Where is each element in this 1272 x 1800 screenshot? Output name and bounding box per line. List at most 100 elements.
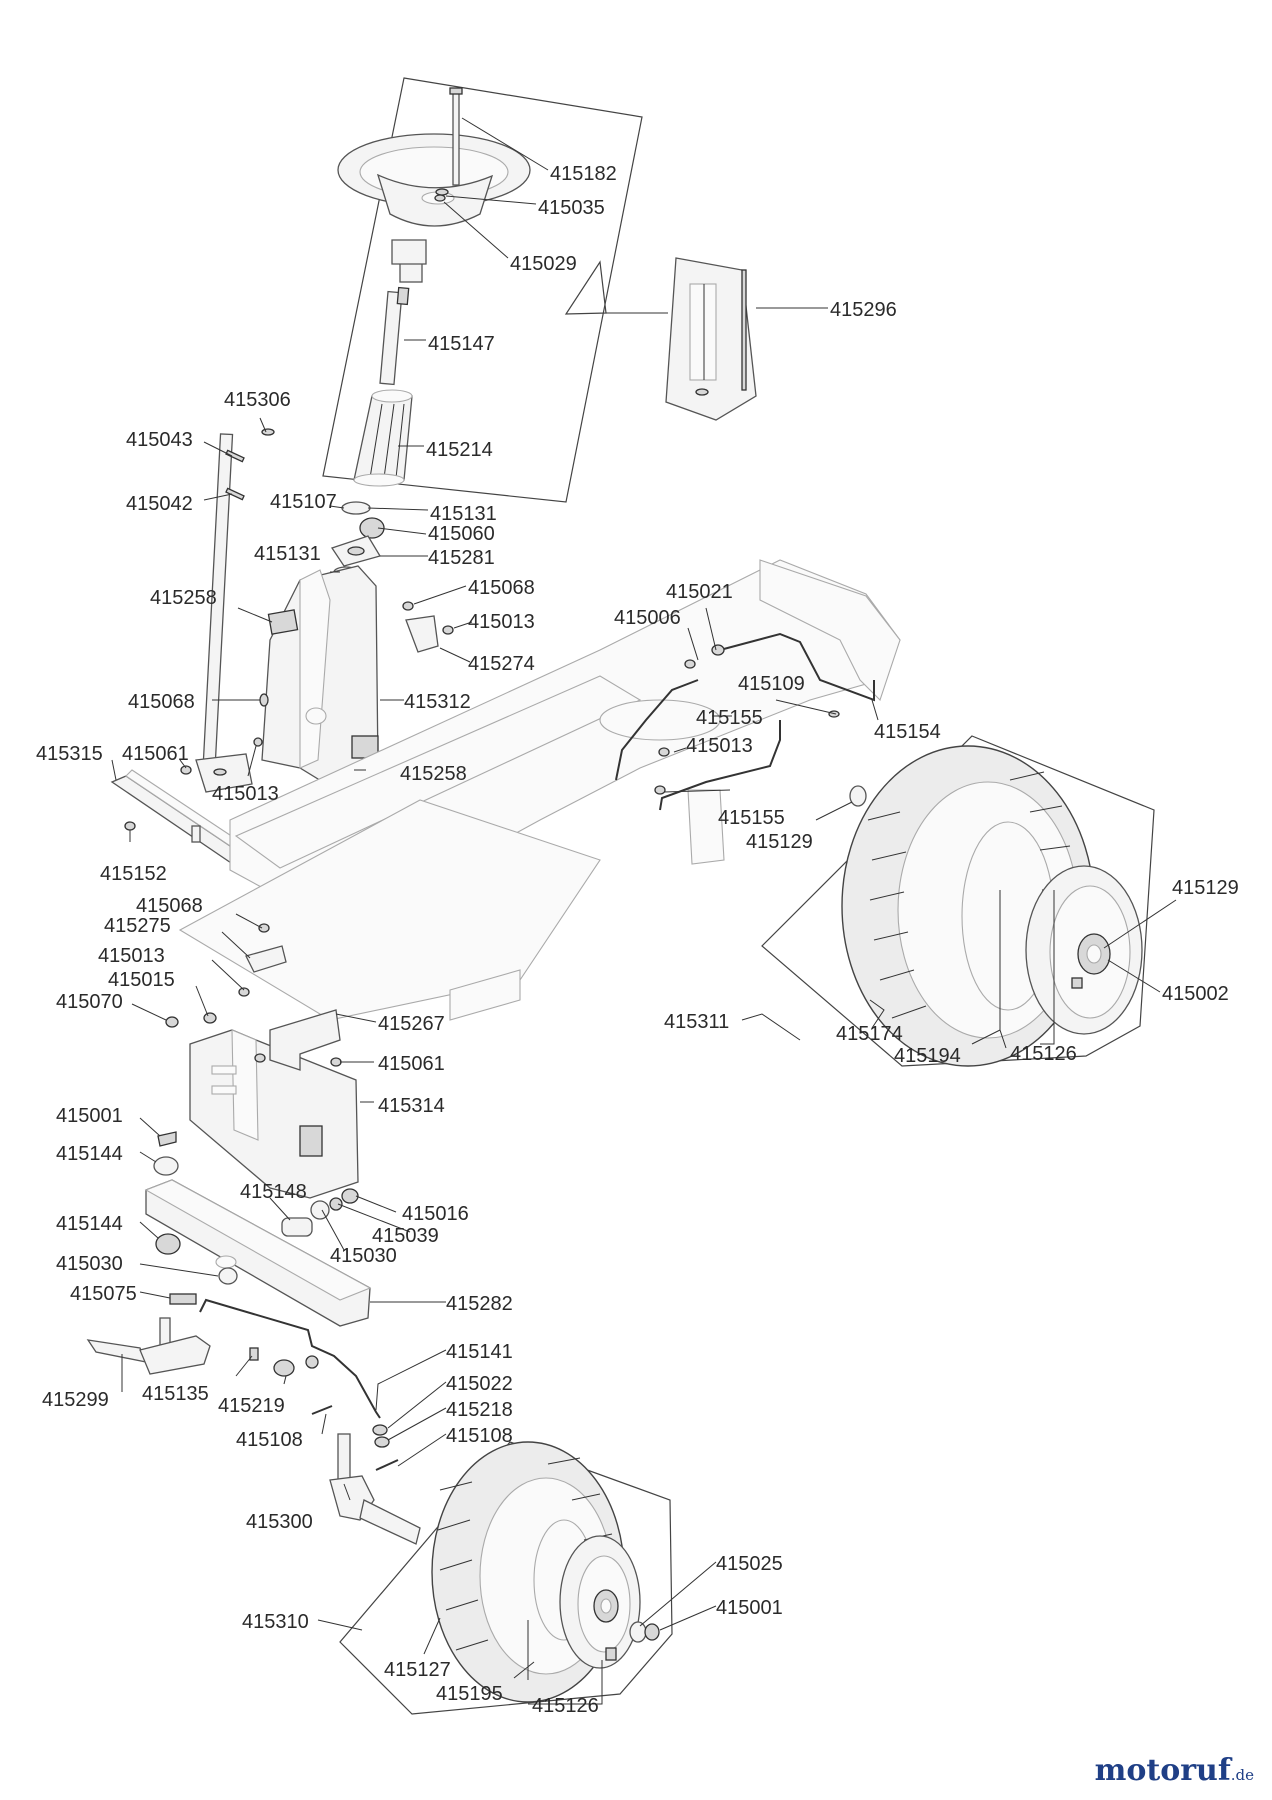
- part-label-415275: 415275: [104, 915, 171, 937]
- bushing-415144a: [153, 1156, 179, 1176]
- part-label-415109: 415109: [738, 673, 805, 695]
- part-label-415127: 415127: [384, 1659, 451, 1681]
- part-label-415312: 415312: [404, 691, 471, 713]
- steering-bolt: [434, 87, 463, 202]
- part-label-415148: 415148: [240, 1181, 307, 1203]
- nut-415061a: [180, 765, 192, 775]
- part-label-415258b: 415258: [400, 763, 467, 785]
- drag-link-415141: [199, 1298, 381, 1419]
- part-label-415013c: 415013: [212, 783, 279, 805]
- part-label-415060: 415060: [428, 523, 495, 545]
- chassis-frame: [178, 559, 901, 1021]
- screw-415068a: [402, 601, 414, 611]
- part-label-415030a: 415030: [56, 1253, 123, 1275]
- washer-415129a: [849, 785, 867, 807]
- axle-bracket-415314: [189, 1029, 359, 1199]
- part-label-415282: 415282: [446, 1293, 513, 1315]
- part-label-415141: 415141: [446, 1341, 513, 1363]
- part-label-415258a: 415258: [150, 587, 217, 609]
- part-label-415152: 415152: [100, 863, 167, 885]
- part-label-415075: 415075: [70, 1283, 137, 1305]
- part-label-415300: 415300: [246, 1511, 313, 1533]
- washer-415131: [341, 501, 371, 515]
- nut-415016: [341, 1188, 359, 1204]
- part-label-415144a: 415144: [56, 1143, 123, 1165]
- part-label-415174: 415174: [836, 1023, 903, 1045]
- tie-rod-415155a: [615, 679, 699, 781]
- rear-wheel-415311: [841, 745, 1143, 1067]
- part-label-415144b: 415144: [56, 1213, 123, 1235]
- part-label-415035: 415035: [538, 197, 605, 219]
- part-label-415039: 415039: [372, 1225, 439, 1247]
- part-label-415194: 415194: [894, 1045, 961, 1067]
- washer-415025: [629, 1621, 647, 1643]
- part-label-415195: 415195: [436, 1683, 503, 1705]
- steering-tube-415296: [665, 257, 757, 421]
- screw-415068b: [259, 693, 269, 707]
- part-label-415274: 415274: [468, 653, 535, 675]
- nut-415013b: [658, 747, 670, 757]
- part-label-415147: 415147: [428, 333, 495, 355]
- part-label-415219: 415219: [218, 1395, 285, 1417]
- washer-415039: [329, 1197, 343, 1211]
- pin-415135: [249, 1347, 259, 1361]
- part-label-415025: 415025: [716, 1553, 783, 1575]
- bearing-plate-415281: [330, 535, 381, 567]
- nut-415155: [654, 785, 666, 795]
- bracket-415275: [245, 945, 287, 973]
- part-label-415306: 415306: [224, 389, 291, 411]
- part-label-415126a: 415126: [1010, 1043, 1077, 1065]
- part-label-415155a: 415155: [696, 707, 763, 729]
- part-label-415042: 415042: [126, 493, 193, 515]
- part-label-415016: 415016: [402, 1203, 469, 1225]
- part-label-415021: 415021: [666, 581, 733, 603]
- spindle-415300: [329, 1433, 421, 1545]
- part-labels: 415182 415035 415029 415296 415147 41530…: [36, 163, 1239, 1717]
- part-label-415155b: 415155: [718, 807, 785, 829]
- part-label-415311: 415311: [664, 1011, 729, 1033]
- nut-415218: [374, 1436, 390, 1448]
- part-label-415131b: 415131: [254, 543, 321, 565]
- part-label-415068a: 415068: [468, 577, 535, 599]
- part-label-415061a: 415061: [122, 743, 189, 765]
- part-label-415131a: 415131: [430, 503, 497, 525]
- part-label-415015: 415015: [108, 969, 175, 991]
- rear-wheel-group-frame: [761, 735, 1155, 1067]
- bolt-415070: [165, 1016, 179, 1028]
- steering-sleeve: [353, 389, 413, 487]
- tie-rod-415155b: [659, 720, 781, 811]
- nut-415144b: [155, 1233, 181, 1255]
- clip-415001b: [644, 1623, 660, 1641]
- steering-bracket-415312: [261, 565, 379, 791]
- part-label-415129b: 415129: [1172, 877, 1239, 899]
- steering-column-415306: [195, 428, 275, 793]
- bolt-415068c: [258, 923, 270, 933]
- part-label-415267: 415267: [378, 1013, 445, 1035]
- brand-tld: .de: [1230, 1766, 1254, 1784]
- part-label-415002: 415002: [1162, 983, 1229, 1005]
- nut-415219: [273, 1359, 295, 1377]
- part-label-415296: 415296: [830, 299, 897, 321]
- part-label-415070: 415070: [56, 991, 123, 1013]
- part-label-415129a: 415129: [746, 831, 813, 853]
- nut-415218a: [305, 1355, 319, 1369]
- part-label-415068c: 415068: [136, 895, 203, 917]
- steering-shaft: [379, 286, 410, 386]
- spindle-415299: [86, 1317, 211, 1375]
- part-label-415314: 415314: [378, 1095, 445, 1117]
- brand-logo[interactable]: motoruf.de: [1095, 1753, 1254, 1788]
- part-label-415006: 415006: [614, 607, 681, 629]
- gear-415107: [359, 517, 385, 539]
- part-label-415013b: 415013: [686, 735, 753, 757]
- nut-415006: [684, 659, 696, 669]
- front-wheel-415310: [431, 1441, 641, 1703]
- part-label-415013a: 415013: [468, 611, 535, 633]
- part-label-415218: 415218: [446, 1399, 513, 1421]
- steering-wheel: [337, 133, 531, 283]
- part-label-415107: 415107: [270, 491, 337, 513]
- part-label-415029: 415029: [510, 253, 577, 275]
- bracket-415274: [405, 615, 439, 653]
- nut-415013d: [238, 987, 250, 997]
- part-label-415108b: 415108: [446, 1425, 513, 1447]
